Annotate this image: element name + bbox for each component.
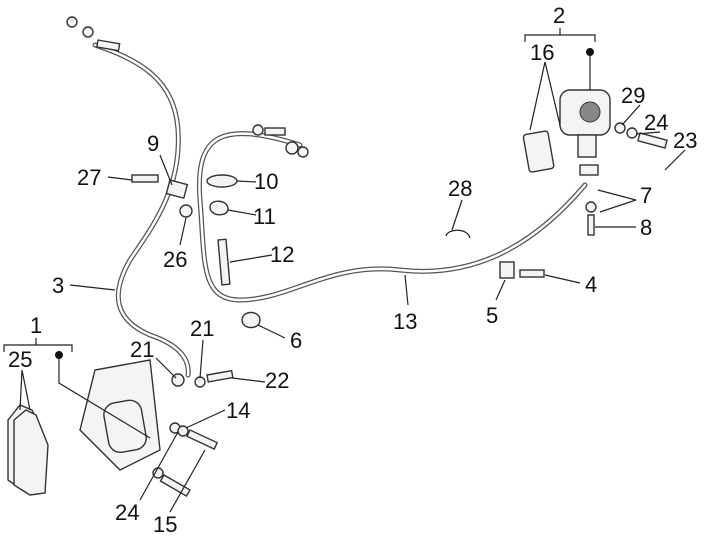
callout-29: 29: [621, 83, 645, 108]
callout-13: 13: [393, 309, 417, 334]
callout-1: 1: [30, 313, 42, 338]
callout-28: 28: [448, 176, 472, 201]
callout-24: 24: [644, 110, 668, 135]
callout-8: 8: [640, 215, 652, 240]
callout-26: 26: [163, 247, 187, 272]
callout-4: 4: [585, 272, 597, 297]
callout-25: 25: [8, 347, 32, 372]
master-cylinder: [522, 89, 668, 236]
callout-12: 12: [270, 242, 294, 267]
hose-13: [196, 131, 588, 303]
callout-11: 11: [253, 204, 276, 229]
callout-27: 27: [77, 165, 101, 190]
callout-9: 9: [147, 131, 159, 156]
callout-14: 14: [226, 398, 250, 423]
callout-5: 5: [486, 303, 498, 328]
callout-2: 2: [553, 3, 565, 28]
callout-23: 23: [673, 128, 697, 153]
callout-16: 16: [530, 40, 554, 65]
hose-3: [92, 42, 191, 378]
callout-10: 10: [254, 169, 278, 194]
brake-pads: [7, 404, 49, 496]
banjo-fitting-top: [66, 16, 309, 158]
callout-6: 6: [290, 328, 302, 353]
callout-24: 24: [115, 500, 139, 525]
callout-labels: 2 16 29 24 23 9 27 10 7 28 11 26 8 12 4 …: [8, 3, 697, 537]
callout-3: 3: [52, 273, 64, 298]
callout-22: 22: [265, 368, 289, 393]
brake-caliper: [79, 359, 234, 498]
callout-15: 15: [153, 512, 177, 537]
reservoir-cap-16: [522, 130, 555, 173]
callout-21: 21: [190, 316, 214, 341]
callout-21: 21: [130, 337, 154, 362]
callout-7: 7: [640, 183, 652, 208]
leader-lines: [3, 28, 686, 513]
small-parts: [131, 174, 545, 329]
